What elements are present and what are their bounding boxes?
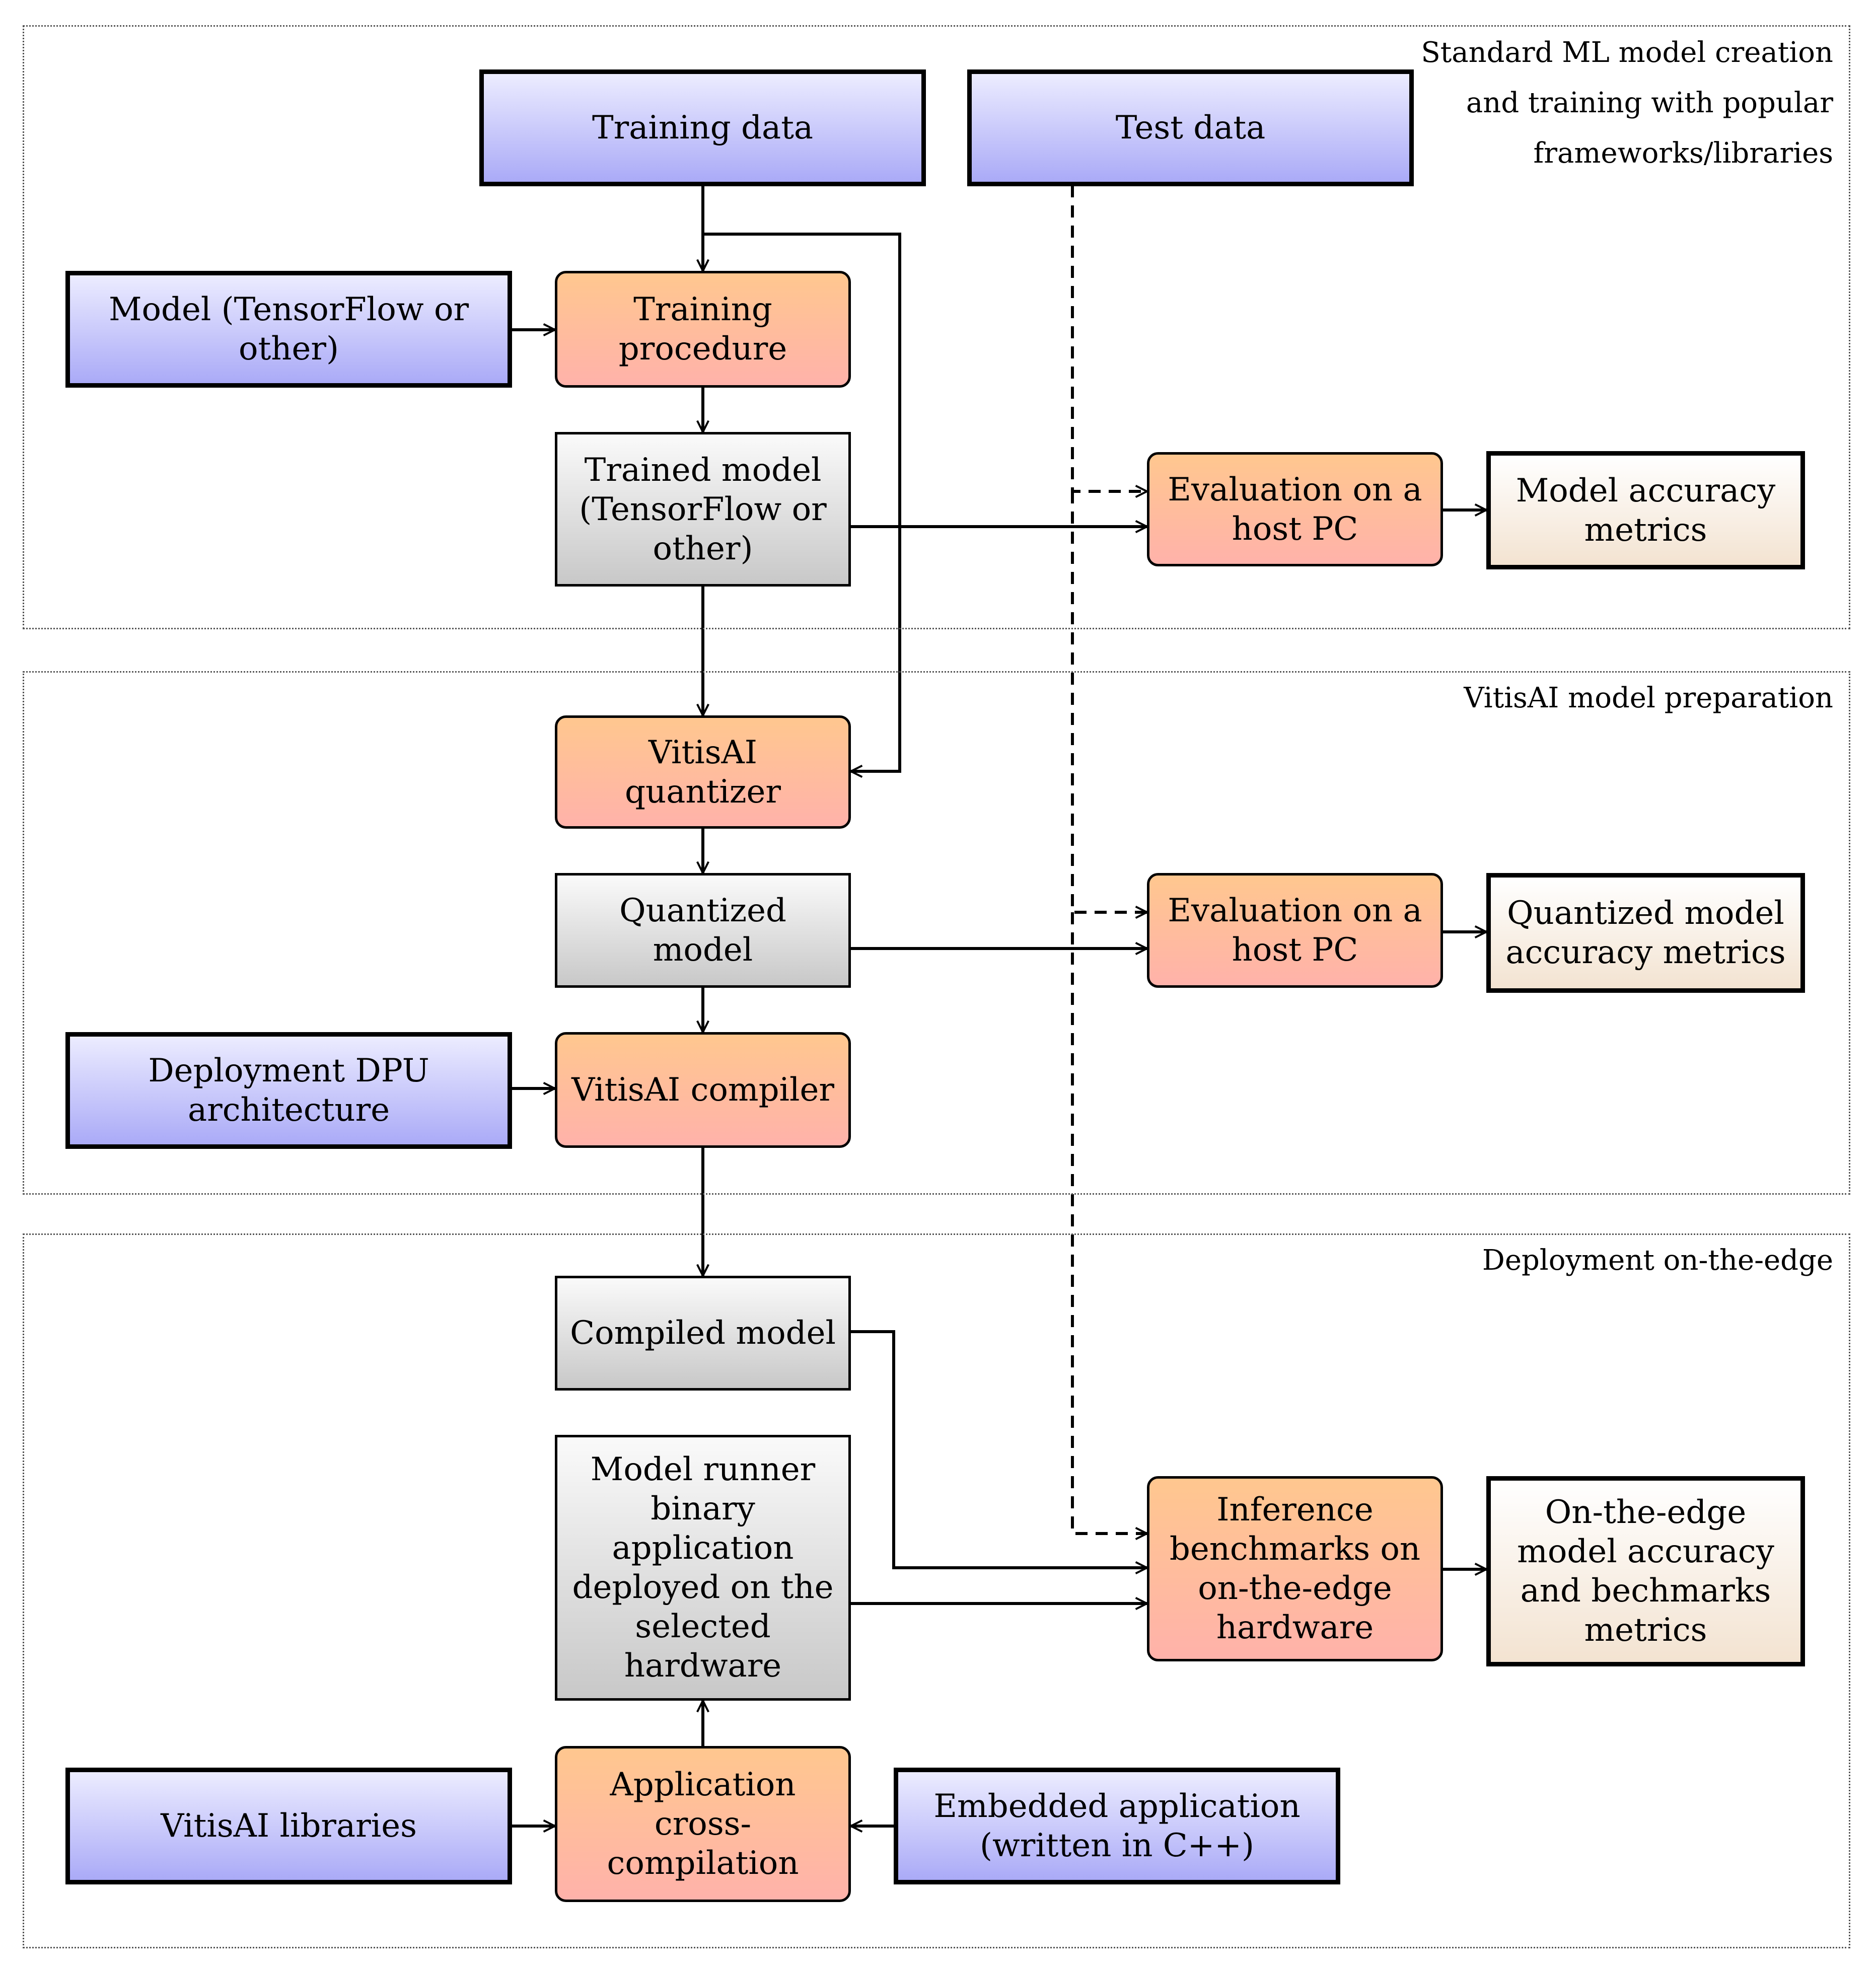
embedded-app-label-line-1: Embedded application bbox=[933, 1788, 1301, 1825]
compiled-model-node: Compiled model bbox=[555, 1276, 851, 1391]
region-deployment-label: Deployment on-the-edge bbox=[1482, 1235, 1833, 1286]
model-runner-label-line-6: hardware bbox=[624, 1647, 782, 1685]
embedded-app-label-line-2: (written in C++) bbox=[980, 1827, 1254, 1864]
eval-host-2-label-line-1: Evaluation on a bbox=[1168, 892, 1422, 929]
quantized-model-label-line-1: Quantized bbox=[619, 892, 786, 929]
inference-benchmarks-label-line-3: on-the-edge bbox=[1198, 1570, 1392, 1607]
model-accuracy-label-line-1: Model accuracy bbox=[1516, 472, 1776, 509]
quantized-accuracy-label-line-2: accuracy metrics bbox=[1505, 934, 1786, 971]
region-preparation-label-line-1: VitisAI model preparation bbox=[1464, 682, 1833, 714]
training-data-label: Training data bbox=[592, 109, 814, 147]
edge-metrics-label-line-3: and bechmarks bbox=[1520, 1572, 1771, 1610]
edge-training-data-to-quantizer bbox=[703, 233, 901, 778]
embedded-app-node: Embedded application (written in C++) bbox=[894, 1768, 1340, 1884]
region-training-label-line-3: frameworks/libraries bbox=[1533, 137, 1833, 170]
region-training-label-line-2: and training with popular bbox=[1466, 87, 1833, 119]
region-training-label-line-1: Standard ML model creation bbox=[1421, 36, 1833, 69]
vitisai-libraries-label: VitisAI libraries bbox=[161, 1807, 417, 1845]
inference-benchmarks-label-line-2: benchmarks on bbox=[1169, 1531, 1421, 1568]
app-cross-compilation-label-line-2: cross- bbox=[654, 1805, 752, 1843]
edge-test-data-to-eval-2 bbox=[1071, 491, 1149, 919]
deployment-dpu-label-line-1: Deployment DPU bbox=[148, 1052, 429, 1089]
model-runner-label-line-2: binary bbox=[651, 1490, 755, 1527]
deployment-dpu-node: Deployment DPU architecture bbox=[65, 1032, 512, 1149]
model-input-label-line-1: Model (TensorFlow or bbox=[108, 291, 469, 328]
region-training bbox=[23, 25, 1850, 629]
trained-model-node: Trained model (TensorFlow or other) bbox=[555, 432, 851, 587]
vitisai-compiler-label: VitisAI compiler bbox=[571, 1071, 834, 1109]
model-runner-label-line-4: deployed on the bbox=[572, 1569, 834, 1606]
edge-metrics-node: On-the-edge model accuracy and bechmarks… bbox=[1486, 1476, 1805, 1666]
vitisai-compiler-node: VitisAI compiler bbox=[555, 1032, 851, 1148]
region-preparation bbox=[23, 671, 1850, 1195]
region-training-label: Standard ML model creation and training … bbox=[1421, 28, 1833, 179]
training-procedure-label-line-2: procedure bbox=[618, 330, 787, 368]
app-cross-compilation-label-line-3: compilation bbox=[607, 1845, 799, 1882]
app-cross-compilation-node: Application cross- compilation bbox=[555, 1746, 851, 1902]
model-runner-label-line-5: selected bbox=[635, 1608, 771, 1645]
quantized-accuracy-node: Quantized model accuracy metrics bbox=[1486, 873, 1805, 993]
model-input-label-line-2: other) bbox=[239, 330, 339, 368]
model-runner-node: Model runner binary application deployed… bbox=[555, 1435, 851, 1701]
region-deployment-label-line-1: Deployment on-the-edge bbox=[1482, 1244, 1833, 1277]
app-cross-compilation-label-line-1: Application bbox=[610, 1766, 796, 1803]
model-accuracy-label-line-2: metrics bbox=[1584, 511, 1707, 549]
eval-host-2-node: Evaluation on a host PC bbox=[1147, 873, 1443, 988]
eval-host-2-label-line-2: host PC bbox=[1232, 931, 1358, 969]
edge-metrics-label-line-1: On-the-edge bbox=[1545, 1494, 1747, 1531]
training-procedure-node: Training procedure bbox=[555, 271, 851, 388]
model-input-node: Model (TensorFlow or other) bbox=[65, 271, 512, 388]
inference-benchmarks-label-line-4: hardware bbox=[1216, 1609, 1374, 1646]
edge-compiled-model-to-inference bbox=[851, 1330, 1149, 1574]
inference-benchmarks-node: Inference benchmarks on on-the-edge hard… bbox=[1147, 1476, 1443, 1661]
edge-metrics-label-line-4: metrics bbox=[1584, 1612, 1707, 1649]
model-runner-label-line-1: Model runner bbox=[590, 1451, 816, 1488]
trained-model-label-line-2: (TensorFlow or bbox=[579, 490, 827, 528]
test-data-label: Test data bbox=[1115, 109, 1266, 147]
edge-test-data-to-inference bbox=[1071, 912, 1149, 1540]
model-runner-label-line-3: application bbox=[612, 1529, 794, 1567]
edge-metrics-label-line-2: model accuracy bbox=[1517, 1533, 1774, 1570]
trained-model-label-line-1: Trained model bbox=[584, 451, 822, 489]
eval-host-1-node: Evaluation on a host PC bbox=[1147, 452, 1443, 566]
region-preparation-label: VitisAI model preparation bbox=[1464, 673, 1833, 723]
vitisai-quantizer-node: VitisAI quantizer bbox=[555, 715, 851, 829]
compiled-model-label: Compiled model bbox=[570, 1315, 836, 1352]
training-data-node: Training data bbox=[479, 69, 926, 186]
deployment-dpu-label-line-2: architecture bbox=[187, 1091, 390, 1129]
test-data-node: Test data bbox=[967, 69, 1414, 186]
vitisai-libraries-node: VitisAI libraries bbox=[65, 1768, 512, 1884]
inference-benchmarks-label-line-1: Inference bbox=[1216, 1491, 1374, 1528]
region-deployment bbox=[23, 1233, 1850, 1948]
quantized-model-label-line-2: model bbox=[653, 931, 753, 969]
trained-model-label-line-3: other) bbox=[653, 530, 753, 567]
quantized-model-node: Quantized model bbox=[555, 873, 851, 988]
model-accuracy-node: Model accuracy metrics bbox=[1486, 451, 1805, 569]
eval-host-1-label-line-2: host PC bbox=[1232, 510, 1358, 548]
eval-host-1-label-line-1: Evaluation on a bbox=[1168, 471, 1422, 508]
vitisai-quantizer-label: VitisAI quantizer bbox=[625, 734, 781, 811]
quantized-accuracy-label-line-1: Quantized model bbox=[1507, 895, 1784, 932]
training-procedure-label-line-1: Training bbox=[633, 291, 772, 328]
